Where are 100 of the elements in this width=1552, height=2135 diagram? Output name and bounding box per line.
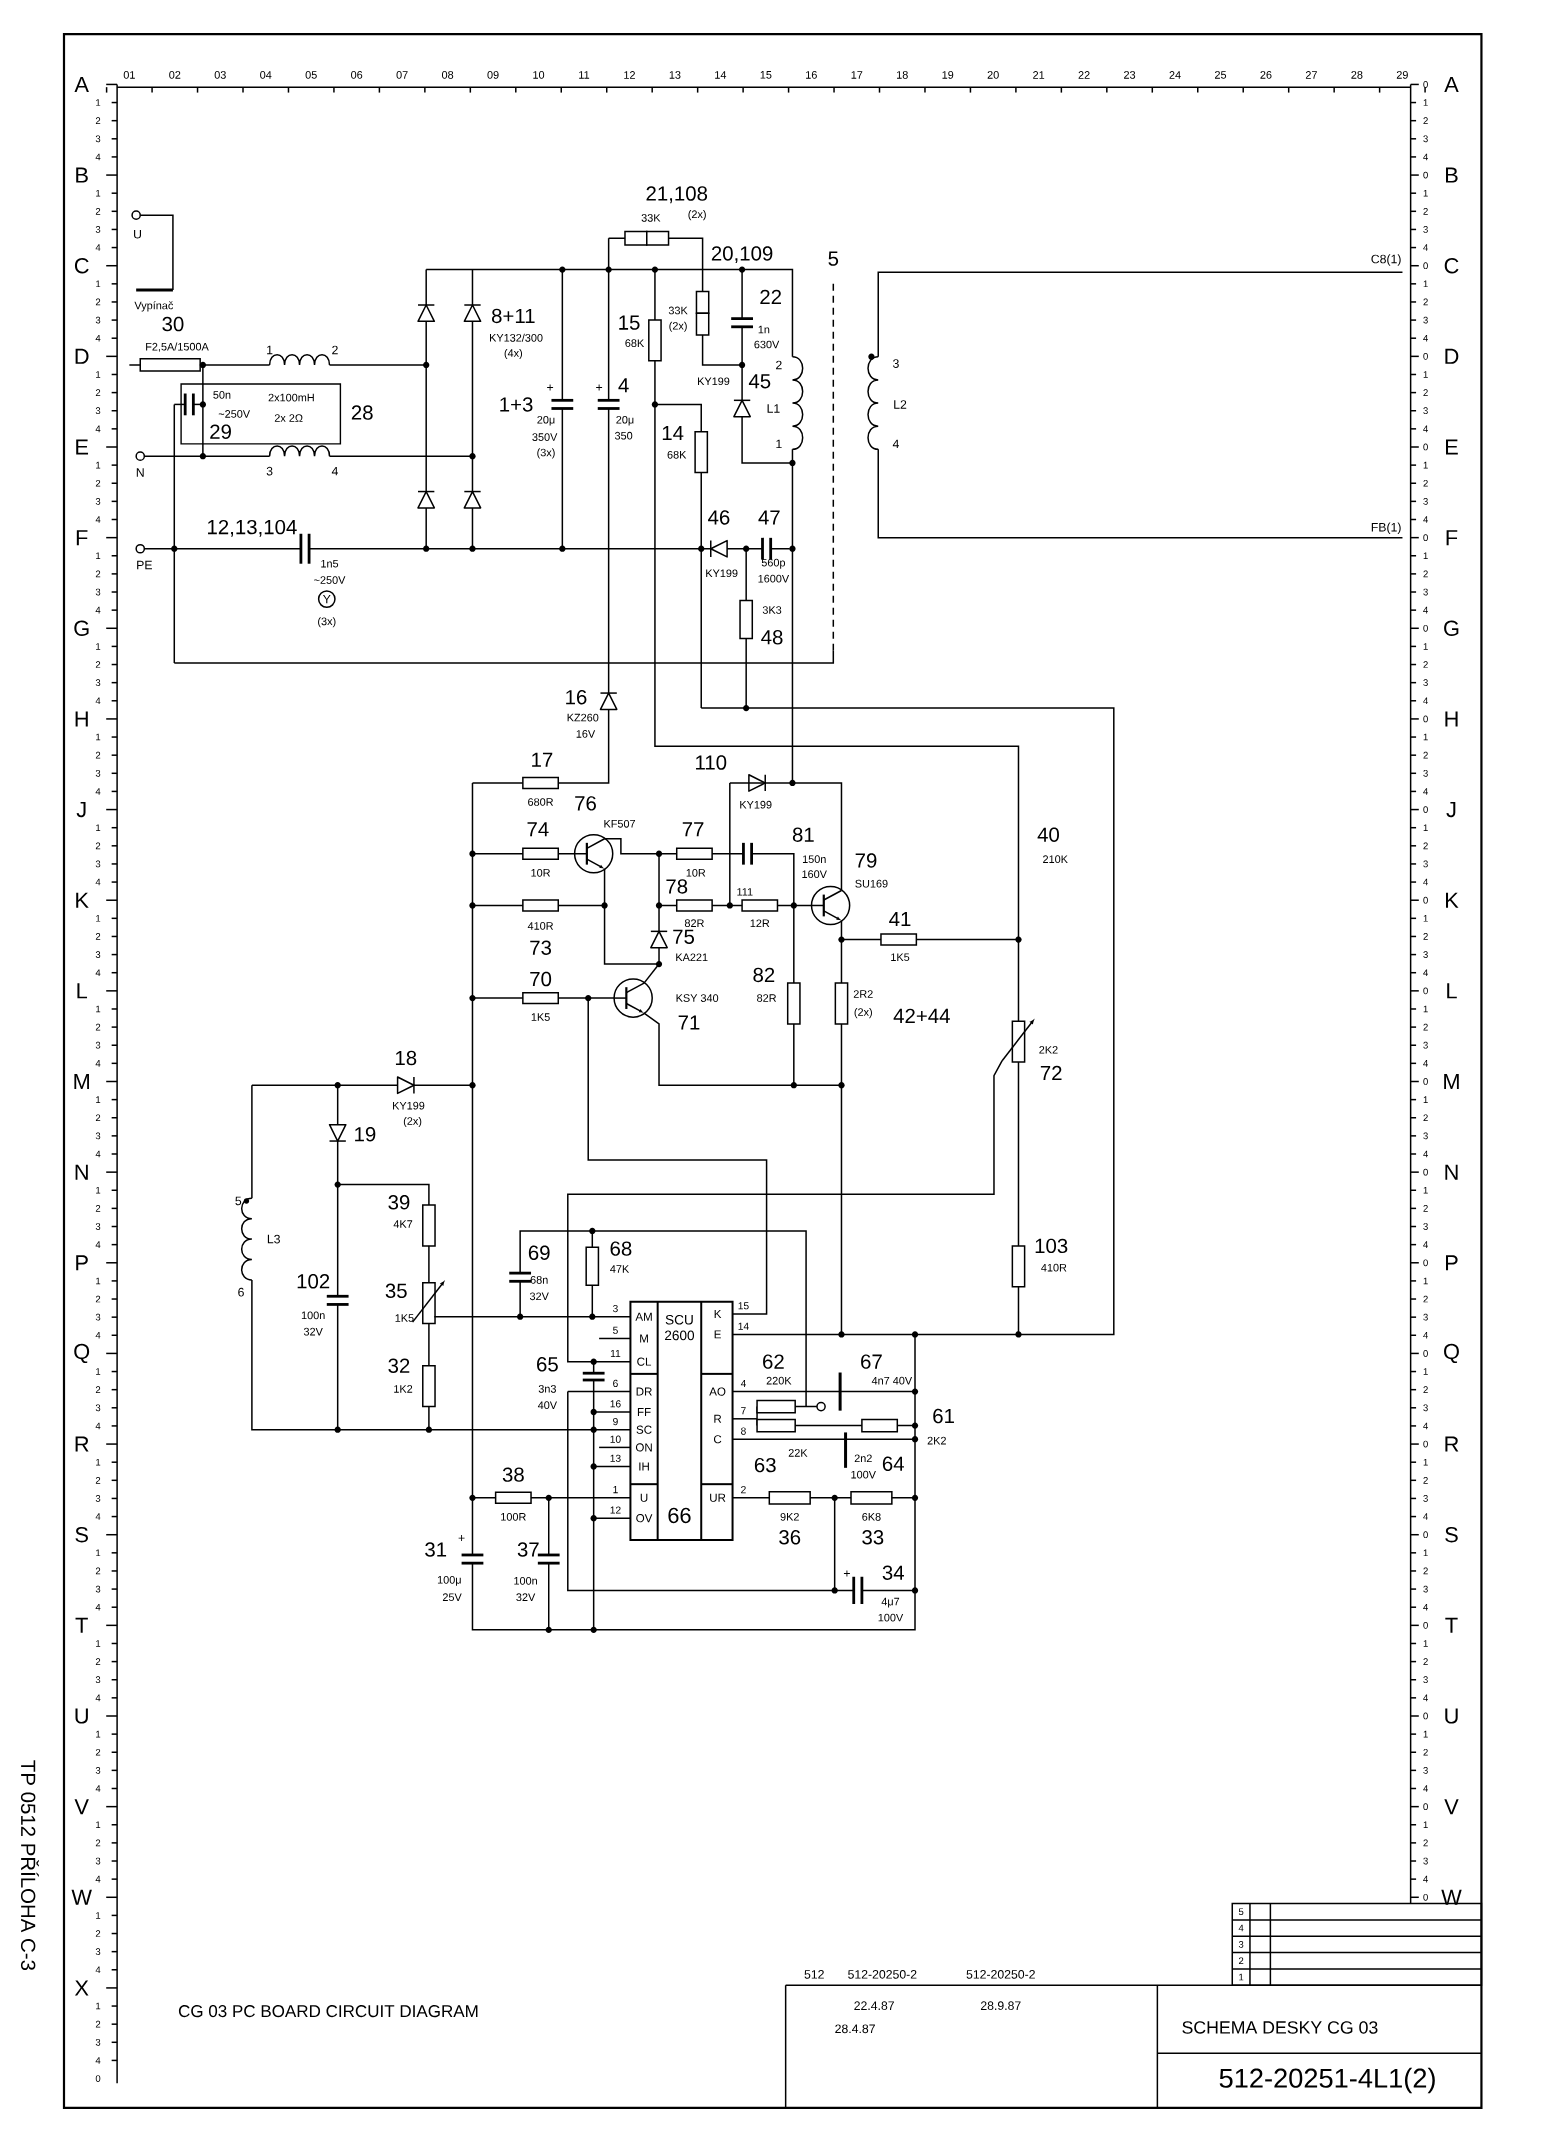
grid-label: 1 <box>1423 99 1428 106</box>
grid-label: 3 <box>95 135 101 143</box>
grid-label: 4 <box>95 1785 101 1792</box>
pin-number: 2 <box>741 1486 746 1494</box>
grid-label: 4 <box>1423 1422 1428 1430</box>
component-value: 1K5 <box>395 1314 414 1322</box>
grid-label: 3 <box>1423 1223 1428 1230</box>
component-value: 111 <box>737 888 753 896</box>
grid-label: 2 <box>95 1205 101 1212</box>
drawing-title: CG 03 PC BOARD CIRCUIT DIAGRAM <box>178 2005 478 2018</box>
component-value: 2x 2Ω <box>274 414 303 422</box>
grid-label: P <box>76 1255 88 1271</box>
component-label: 103 <box>1035 1238 1068 1254</box>
grid-label: 2 <box>1423 389 1428 396</box>
pin-label: C8(1) <box>1371 254 1401 266</box>
grid-label: 2 <box>95 298 101 306</box>
pin-label: K <box>714 1310 722 1318</box>
component-value: 2K2 <box>1039 1046 1058 1054</box>
grid-label: 3 <box>95 1313 101 1321</box>
component-label: 12,13,104 <box>207 519 297 537</box>
grid-label: 4 <box>1423 878 1428 886</box>
grid-label: 1 <box>96 1912 101 1919</box>
component-value: 2n2 <box>854 1454 872 1463</box>
pin-label: SC <box>636 1425 652 1434</box>
grid-label: 04 <box>260 71 272 79</box>
component-value: 100V <box>851 1470 876 1479</box>
grid-label: 2 <box>95 389 101 396</box>
grid-label: 0 <box>1423 443 1428 451</box>
component-value: 40V <box>537 1401 557 1410</box>
grid-label: 4 <box>95 1966 101 1974</box>
component-label: 63 <box>754 1457 776 1473</box>
component-label: 78 <box>666 879 688 894</box>
grid-label: 4 <box>1423 1603 1428 1611</box>
component-value: 160V <box>802 870 827 878</box>
pin-label: 3 <box>266 466 273 476</box>
component-label: 46 <box>707 510 730 525</box>
component-value: KA221 <box>676 953 708 962</box>
grid-label: 1 <box>1423 1821 1428 1829</box>
grid-label: 1 <box>1423 1187 1428 1194</box>
grid-label: 22 <box>1078 71 1090 79</box>
component-label: 21,108 <box>646 186 707 204</box>
pin-number: 10 <box>610 1435 621 1443</box>
pin-label: 2 <box>332 345 338 355</box>
grid-label: 3 <box>1423 860 1428 868</box>
grid-label: 3 <box>1423 1767 1428 1774</box>
component-label: 38 <box>502 1467 524 1482</box>
grid-label: 4 <box>95 516 101 523</box>
grid-label: 1 <box>96 1821 101 1829</box>
component-value: 100μ <box>437 1576 461 1586</box>
grid-label: 0 <box>1423 1440 1428 1448</box>
grid-label: M <box>1444 1074 1459 1089</box>
component-value: 10R <box>686 868 706 877</box>
component-label: 30 <box>162 316 184 332</box>
pin-number: 7 <box>741 1407 746 1415</box>
grid-label: 1 <box>96 552 101 560</box>
grid-label: 4 <box>95 244 101 251</box>
grid-label: 13 <box>669 71 681 79</box>
pin-label: ON <box>635 1443 652 1452</box>
grid-label: 2 <box>95 479 101 487</box>
grid-label: 2 <box>95 1658 101 1665</box>
component-label: 61 <box>933 1408 954 1424</box>
grid-label: 3 <box>95 1948 101 1956</box>
component-value: 25V <box>442 1593 462 1602</box>
grid-label: 02 <box>169 71 181 79</box>
pin-label: R <box>714 1414 722 1423</box>
ic-type: SCU 2600 <box>664 1314 694 1341</box>
grid-label: 1 <box>96 733 101 741</box>
title-block-text: 512-20250-2 <box>847 1970 917 1979</box>
grid-label: 3 <box>95 1041 101 1049</box>
grid-label: D <box>1445 348 1459 364</box>
grid-label: 2 <box>95 661 101 668</box>
component-value: (3x) <box>537 448 555 459</box>
grid-label: 2 <box>1423 1295 1428 1303</box>
grid-label: 14 <box>715 71 726 79</box>
component-value: 33K <box>668 306 688 315</box>
grid-label: K <box>76 892 89 908</box>
component-value: 100n <box>301 1311 325 1320</box>
component-value: KY199 <box>392 1101 425 1110</box>
revision-number: 2 <box>1238 1957 1244 1965</box>
grid-label: 2 <box>1423 1205 1428 1212</box>
grid-label: 2 <box>95 1386 101 1393</box>
grid-label: 0 <box>1423 1803 1428 1810</box>
title-block-text: 22.4.87 <box>854 2001 894 2010</box>
grid-label: 2 <box>1423 570 1428 578</box>
grid-label: 0 <box>1423 352 1428 360</box>
grid-label: 27 <box>1305 71 1317 79</box>
component-label: 82 <box>753 967 775 983</box>
grid-label: 0 <box>1423 81 1428 88</box>
grid-label: 4 <box>95 1422 101 1430</box>
component-value: 6K8 <box>862 1513 881 1521</box>
pin-label: 4 <box>331 466 338 476</box>
component-value: 68n <box>530 1276 548 1284</box>
grid-label: 3 <box>95 226 101 233</box>
grid-label: C <box>1444 258 1459 274</box>
grid-label: R <box>75 1436 89 1452</box>
grid-label: J <box>1446 801 1456 818</box>
component-label: 4 <box>618 378 629 393</box>
component-value: KF507 <box>604 819 635 828</box>
component-label: 34 <box>882 1565 904 1580</box>
component-value: 10R <box>531 868 550 877</box>
